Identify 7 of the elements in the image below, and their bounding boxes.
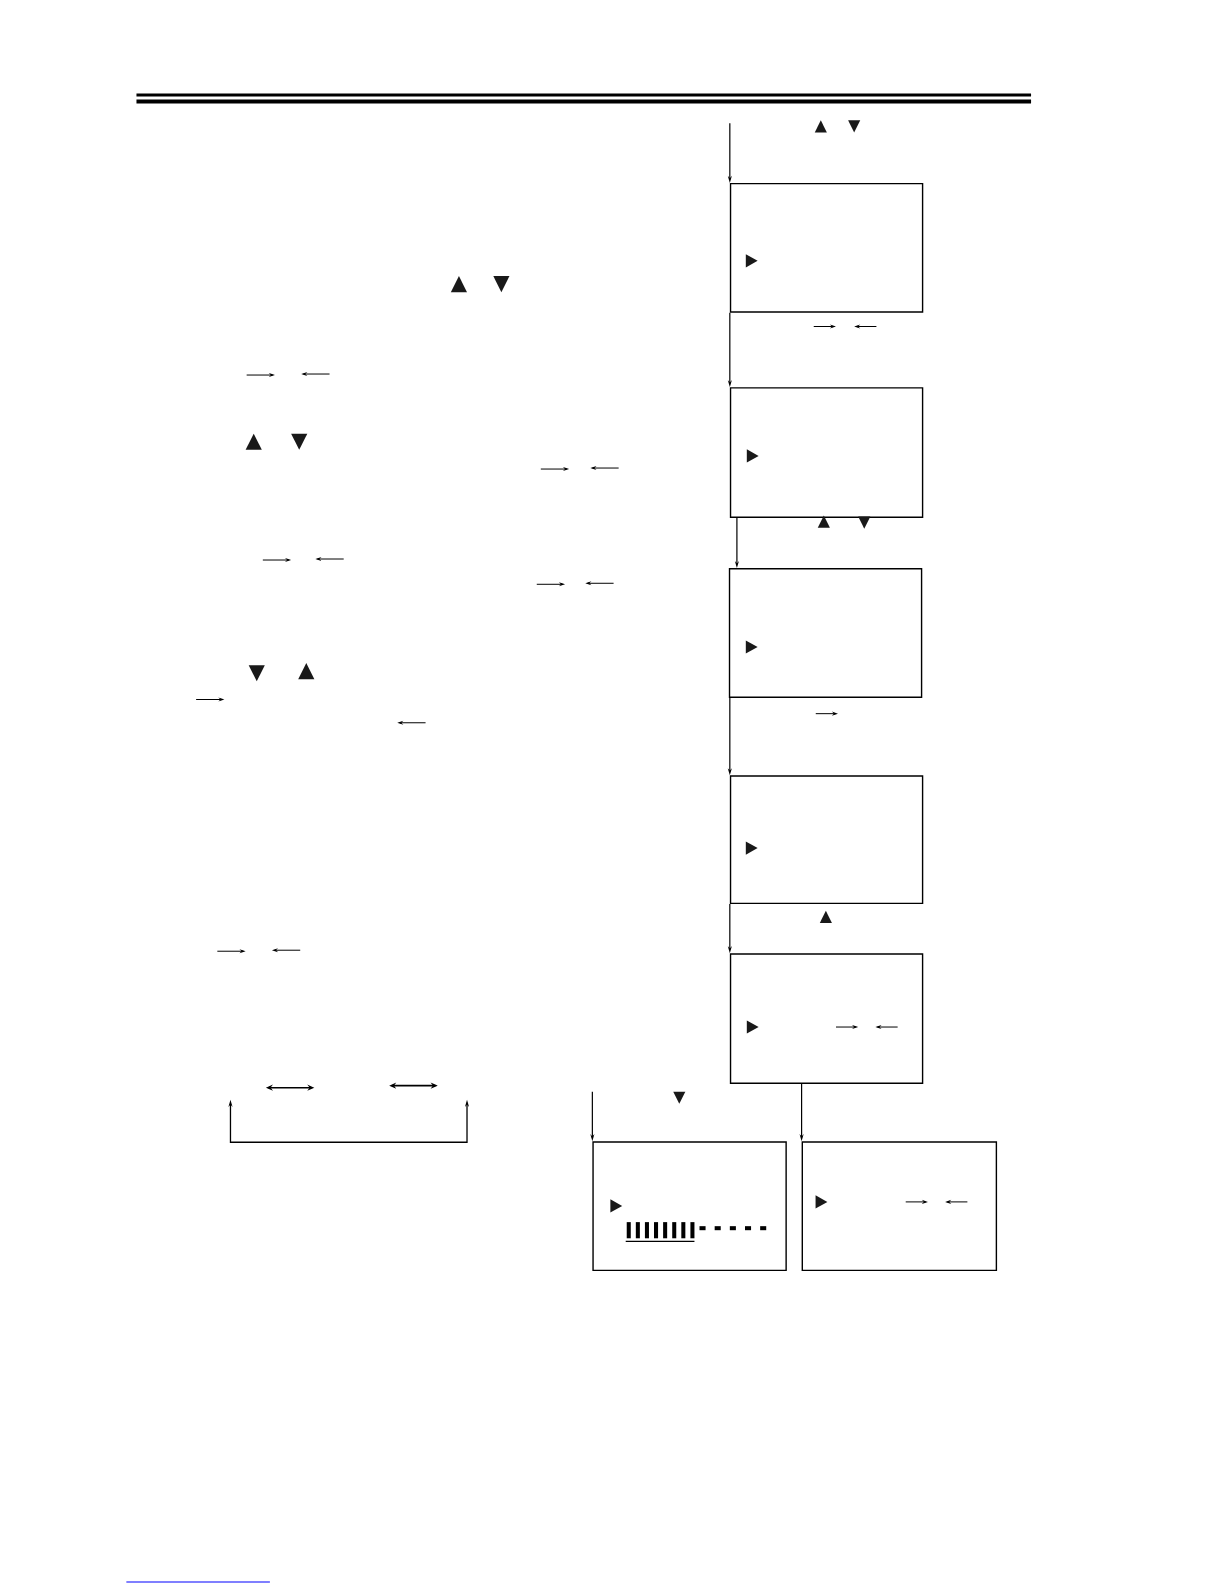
- screen-box: [729, 387, 924, 518]
- screen-box: [729, 953, 924, 1084]
- screen-box: [801, 1141, 998, 1272]
- screen-box: [729, 182, 924, 313]
- screen-box: [729, 775, 924, 905]
- screen-box: [592, 1141, 787, 1272]
- screen-box: [728, 568, 923, 698]
